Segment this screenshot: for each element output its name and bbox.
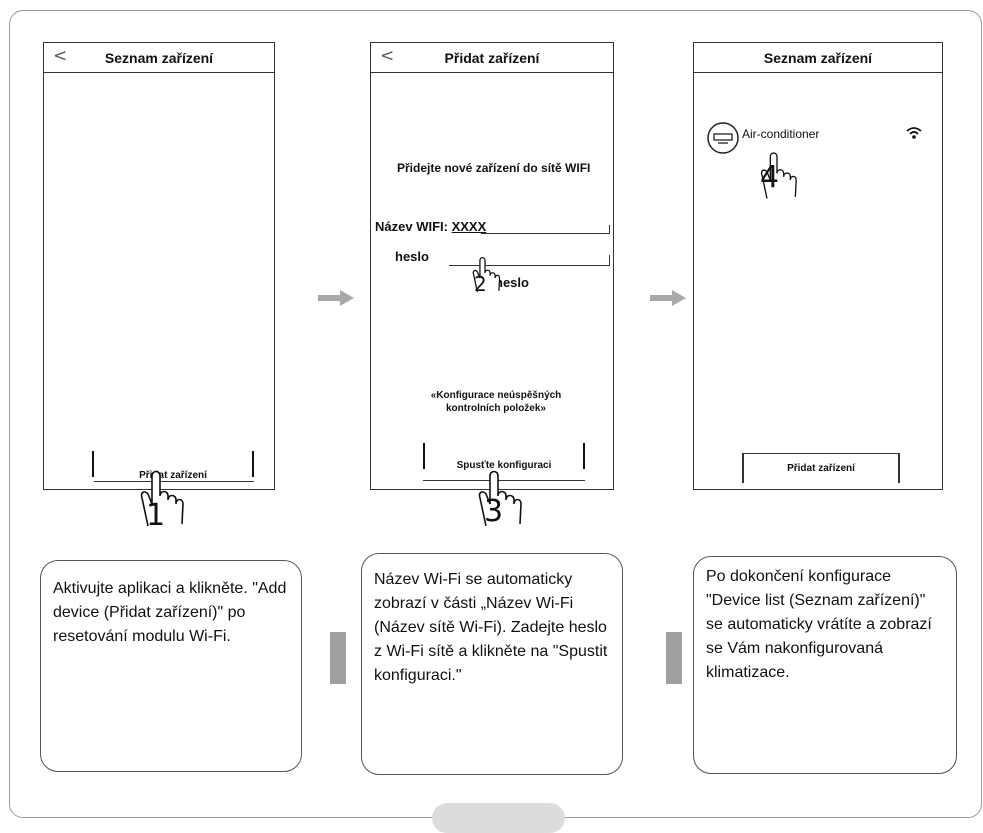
- chevron-left-icon[interactable]: <: [53, 46, 68, 66]
- wifi-name-row: Název WIFI: XXXX: [375, 219, 486, 234]
- wifi-name-label: Název WIFI:: [375, 219, 448, 234]
- hand-pointer-icon: [472, 256, 501, 293]
- step-number-1: 1: [146, 498, 166, 533]
- air-conditioner-icon: [707, 122, 739, 154]
- step-description-3: Po dokončení konfigurace "Device list (S…: [693, 556, 957, 774]
- add-device-button[interactable]: [92, 451, 254, 477]
- connector-tab: [330, 632, 346, 684]
- device-name: Air-conditioner: [742, 127, 820, 141]
- button-underline: [423, 480, 585, 481]
- page-tab: [432, 803, 565, 833]
- step-description-1: Aktivujte aplikaci a klikněte. "Add devi…: [40, 560, 302, 772]
- arrow-right-icon: [318, 290, 354, 306]
- start-config-button[interactable]: [423, 443, 585, 469]
- add-device-button-label: Přidat zařízení: [787, 463, 855, 474]
- password-label: heslo: [395, 249, 429, 264]
- start-config-button-label: Spusťte konfiguraci: [456, 460, 552, 471]
- password-field-end: [609, 255, 610, 266]
- phone-screen-add-device: < Přidat zařízení Přidejte nové zařízení…: [370, 42, 614, 490]
- wifi-icon: [906, 127, 922, 139]
- phone-header: < Přidat zařízení: [371, 43, 613, 73]
- step-number-2: 2: [474, 272, 487, 296]
- chevron-left-icon[interactable]: <: [380, 46, 395, 66]
- connector-tab: [666, 632, 682, 684]
- password-hint: heslo: [495, 275, 529, 290]
- phone-header: Seznam zařízení: [694, 43, 942, 73]
- step-number-4: 4: [760, 160, 780, 195]
- failed-config-link[interactable]: «Konfigurace neúspěšných kontrolních pol…: [430, 390, 562, 414]
- add-device-button-label: Přidat zařízení: [139, 470, 207, 481]
- page-title: Přidat zařízení: [444, 49, 540, 66]
- device-list-item[interactable]: Air-conditioner: [706, 121, 932, 161]
- step-number-3: 3: [484, 494, 504, 529]
- button-underline: [94, 481, 254, 482]
- page-title: Seznam zařízení: [763, 49, 873, 66]
- phone-header: < Seznam zařízení: [44, 43, 274, 73]
- add-wifi-heading: Přidejte nové zařízení do sítě WIFI: [397, 161, 591, 175]
- add-device-button[interactable]: [742, 453, 900, 483]
- step-description-2: Název Wi-Fi se automaticky zobrazí v čás…: [361, 553, 623, 775]
- wifi-name-field[interactable]: [481, 233, 609, 234]
- arrow-right-icon: [650, 290, 686, 306]
- phone-screen-device-list-result: Seznam zařízení Air-conditioner Přidat z…: [693, 42, 943, 490]
- hand-pointer-icon: [140, 470, 184, 527]
- wifi-name-field-end: [609, 225, 610, 234]
- password-field[interactable]: [449, 265, 609, 266]
- page-title: Seznam zařízení: [104, 49, 214, 66]
- hand-pointer-icon: [760, 152, 797, 199]
- phone-screen-device-list: < Seznam zařízení Přidat zařízení: [43, 42, 275, 490]
- wifi-name-value: XXXX: [451, 219, 487, 234]
- hand-pointer-icon: [478, 470, 522, 527]
